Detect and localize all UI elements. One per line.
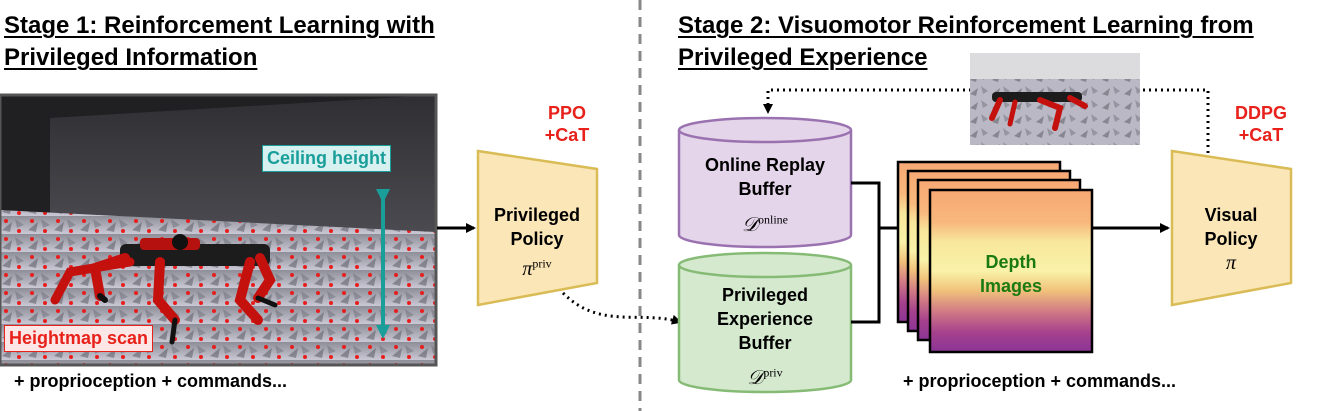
depth-images-stack bbox=[896, 160, 1094, 354]
depth-images-line2: Images bbox=[979, 276, 1043, 296]
ceiling-height-label: Ceiling height bbox=[262, 145, 391, 172]
heightmap-scan-label: Heightmap scan bbox=[4, 325, 154, 352]
depth-images-line1: Depth bbox=[985, 252, 1037, 272]
privileged-policy-line1: Privileged bbox=[493, 205, 581, 225]
online-buffer-label: Online Replay Buffer 𝒟online bbox=[679, 153, 851, 243]
stage1-algorithm-label: PPO +CaT bbox=[536, 102, 598, 146]
buffers-merge-line bbox=[851, 181, 881, 324]
privileged-policy-symbol: πpriv bbox=[522, 256, 552, 280]
policy-to-buffer-arrow bbox=[561, 291, 682, 325]
priv-buffer-line3: Buffer bbox=[738, 333, 792, 353]
stage2-algorithm-label: DDPG +CaT bbox=[1226, 102, 1296, 146]
privileged-policy-line2: Policy bbox=[510, 229, 564, 249]
privileged-policy-block bbox=[476, 149, 599, 307]
privileged-buffer-label: Privileged Experience Buffer 𝒟priv bbox=[679, 283, 851, 395]
visual-policy-block bbox=[1170, 149, 1293, 307]
priv-buffer-symbol: 𝒟priv bbox=[747, 365, 783, 389]
depth-images-label: Depth Images bbox=[930, 250, 1092, 298]
online-buffer-symbol: 𝒟online bbox=[742, 212, 788, 236]
visual-policy-line2: Policy bbox=[1204, 229, 1258, 249]
online-buffer-line2: Buffer bbox=[738, 179, 792, 199]
online-replay-buffer bbox=[677, 116, 853, 249]
stage1-algorithm-line1: PPO bbox=[547, 103, 586, 123]
stage2-title-line1: Stage 2: Visuomotor Reinforcement Learni… bbox=[678, 12, 1254, 39]
stage2-title-line2: Privileged Experience bbox=[678, 44, 928, 71]
visual-policy-symbol: π bbox=[1225, 252, 1237, 274]
stage1-title-line2: Privileged Information bbox=[4, 44, 258, 71]
visual-policy-line1: Visual bbox=[1204, 205, 1258, 225]
pi-superscript: priv bbox=[532, 256, 552, 270]
d-online-superscript: online bbox=[757, 212, 788, 226]
simulation-scene-image bbox=[0, 95, 436, 365]
privileged-policy-label: Privileged Policy πpriv bbox=[477, 203, 597, 281]
privileged-experience-buffer bbox=[677, 251, 853, 394]
stage1-title: Stage 1: Reinforcement Learning with Pri… bbox=[4, 10, 435, 74]
online-buffer-line1: Online Replay bbox=[704, 155, 826, 175]
stage2-algorithm-line2: +CaT bbox=[1238, 125, 1284, 145]
stage1-title-line1: Stage 1: Reinforcement Learning with bbox=[4, 12, 435, 39]
stage2-footer-text: + proprioception + commands... bbox=[903, 371, 1177, 391]
d-priv-symbol: 𝒟 bbox=[747, 366, 764, 389]
priv-buffer-line1: Privileged bbox=[721, 285, 809, 305]
priv-buffer-line2: Experience bbox=[716, 309, 814, 329]
d-online-symbol: 𝒟 bbox=[742, 213, 758, 236]
rollout-thumbnail-image bbox=[970, 53, 1140, 145]
robot-illustration bbox=[50, 234, 278, 345]
d-priv-superscript: priv bbox=[763, 365, 783, 379]
stage1-footer-text: + proprioception + commands... bbox=[14, 371, 288, 391]
pi-symbol: π bbox=[522, 257, 533, 280]
visual-policy-label: Visual Policy π bbox=[1171, 203, 1291, 275]
stage1-algorithm-line2: +CaT bbox=[544, 125, 590, 145]
stage2-algorithm-line1: DDPG bbox=[1234, 103, 1287, 123]
stage2-title: Stage 2: Visuomotor Reinforcement Learni… bbox=[678, 10, 1254, 74]
